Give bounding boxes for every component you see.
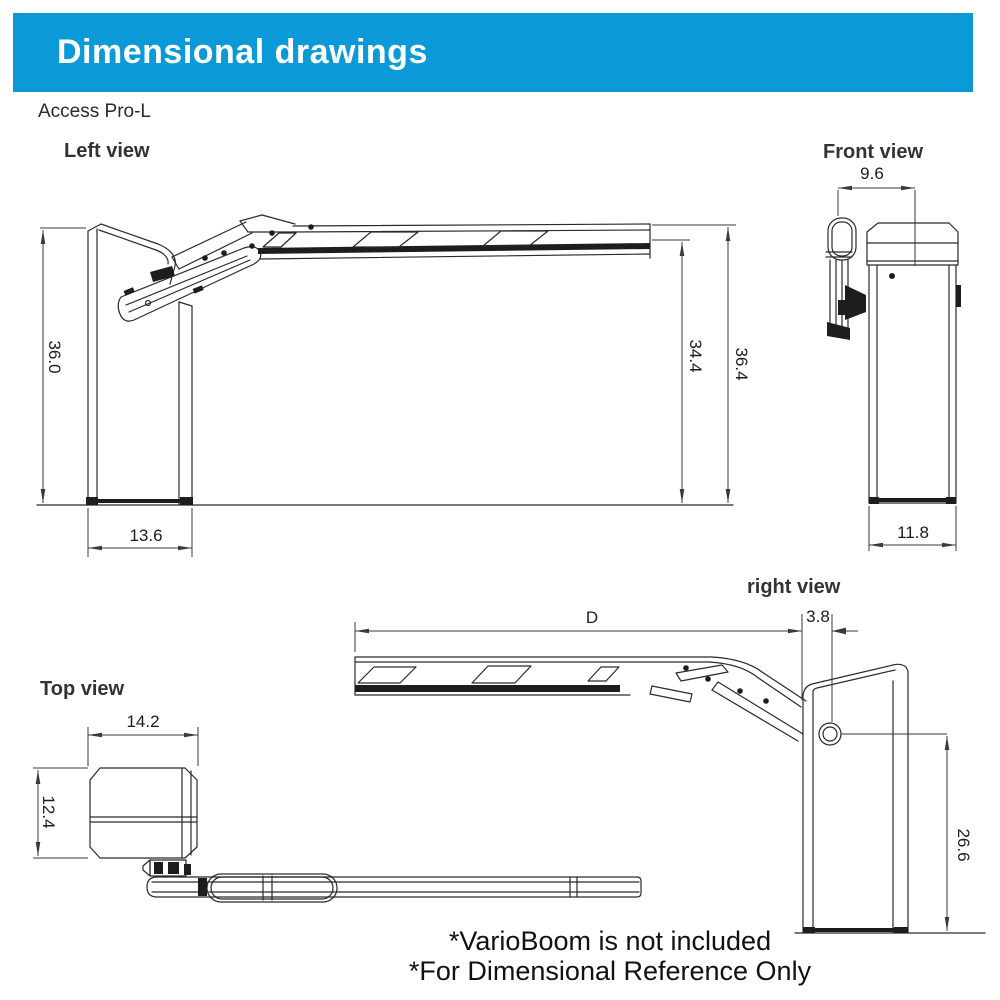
dim-top-depth: 12.4 <box>39 795 58 829</box>
dim-left-height: 36.0 <box>45 340 64 374</box>
dim-front-boom-offset: 9.6 <box>860 164 884 183</box>
dim-front-base-depth: 11.8 <box>897 523 929 542</box>
top-view-label: Top view <box>40 678 125 700</box>
dim-right-gap: 3.8 <box>806 607 830 626</box>
footnote-dimensional-reference: *For Dimensional Reference Only <box>408 956 812 986</box>
dim-top-width: 14.2 <box>126 712 160 731</box>
product-name: Access Pro-L <box>38 101 151 122</box>
dim-left-arm-underside: 34.4 <box>686 339 705 373</box>
section-header-bar: Dimensional drawings <box>13 13 973 92</box>
top-view-dimension-lines <box>33 727 199 859</box>
front-view-dimension-lines <box>837 185 957 551</box>
dim-left-base-width: 13.6 <box>129 526 163 545</box>
dim-right-shaft-height: 26.6 <box>954 828 973 862</box>
right-view-drawing <box>354 656 986 934</box>
top-view-drawing <box>89 767 642 903</box>
left-view-label: Left view <box>64 140 150 162</box>
left-view-dimension-lines <box>40 224 736 557</box>
page-title: Dimensional drawings <box>57 33 428 71</box>
footnote-varioboom: *VarioBoom is not included <box>448 926 772 956</box>
dim-right-boom-length: D <box>585 608 599 627</box>
dim-left-arm-top: 36.4 <box>732 347 751 381</box>
front-view-label: Front view <box>823 141 924 163</box>
front-view-drawing <box>825 217 961 504</box>
right-view-dimension-lines <box>354 614 950 931</box>
left-view-drawing <box>36 214 734 506</box>
right-view-label: right view <box>747 576 841 598</box>
